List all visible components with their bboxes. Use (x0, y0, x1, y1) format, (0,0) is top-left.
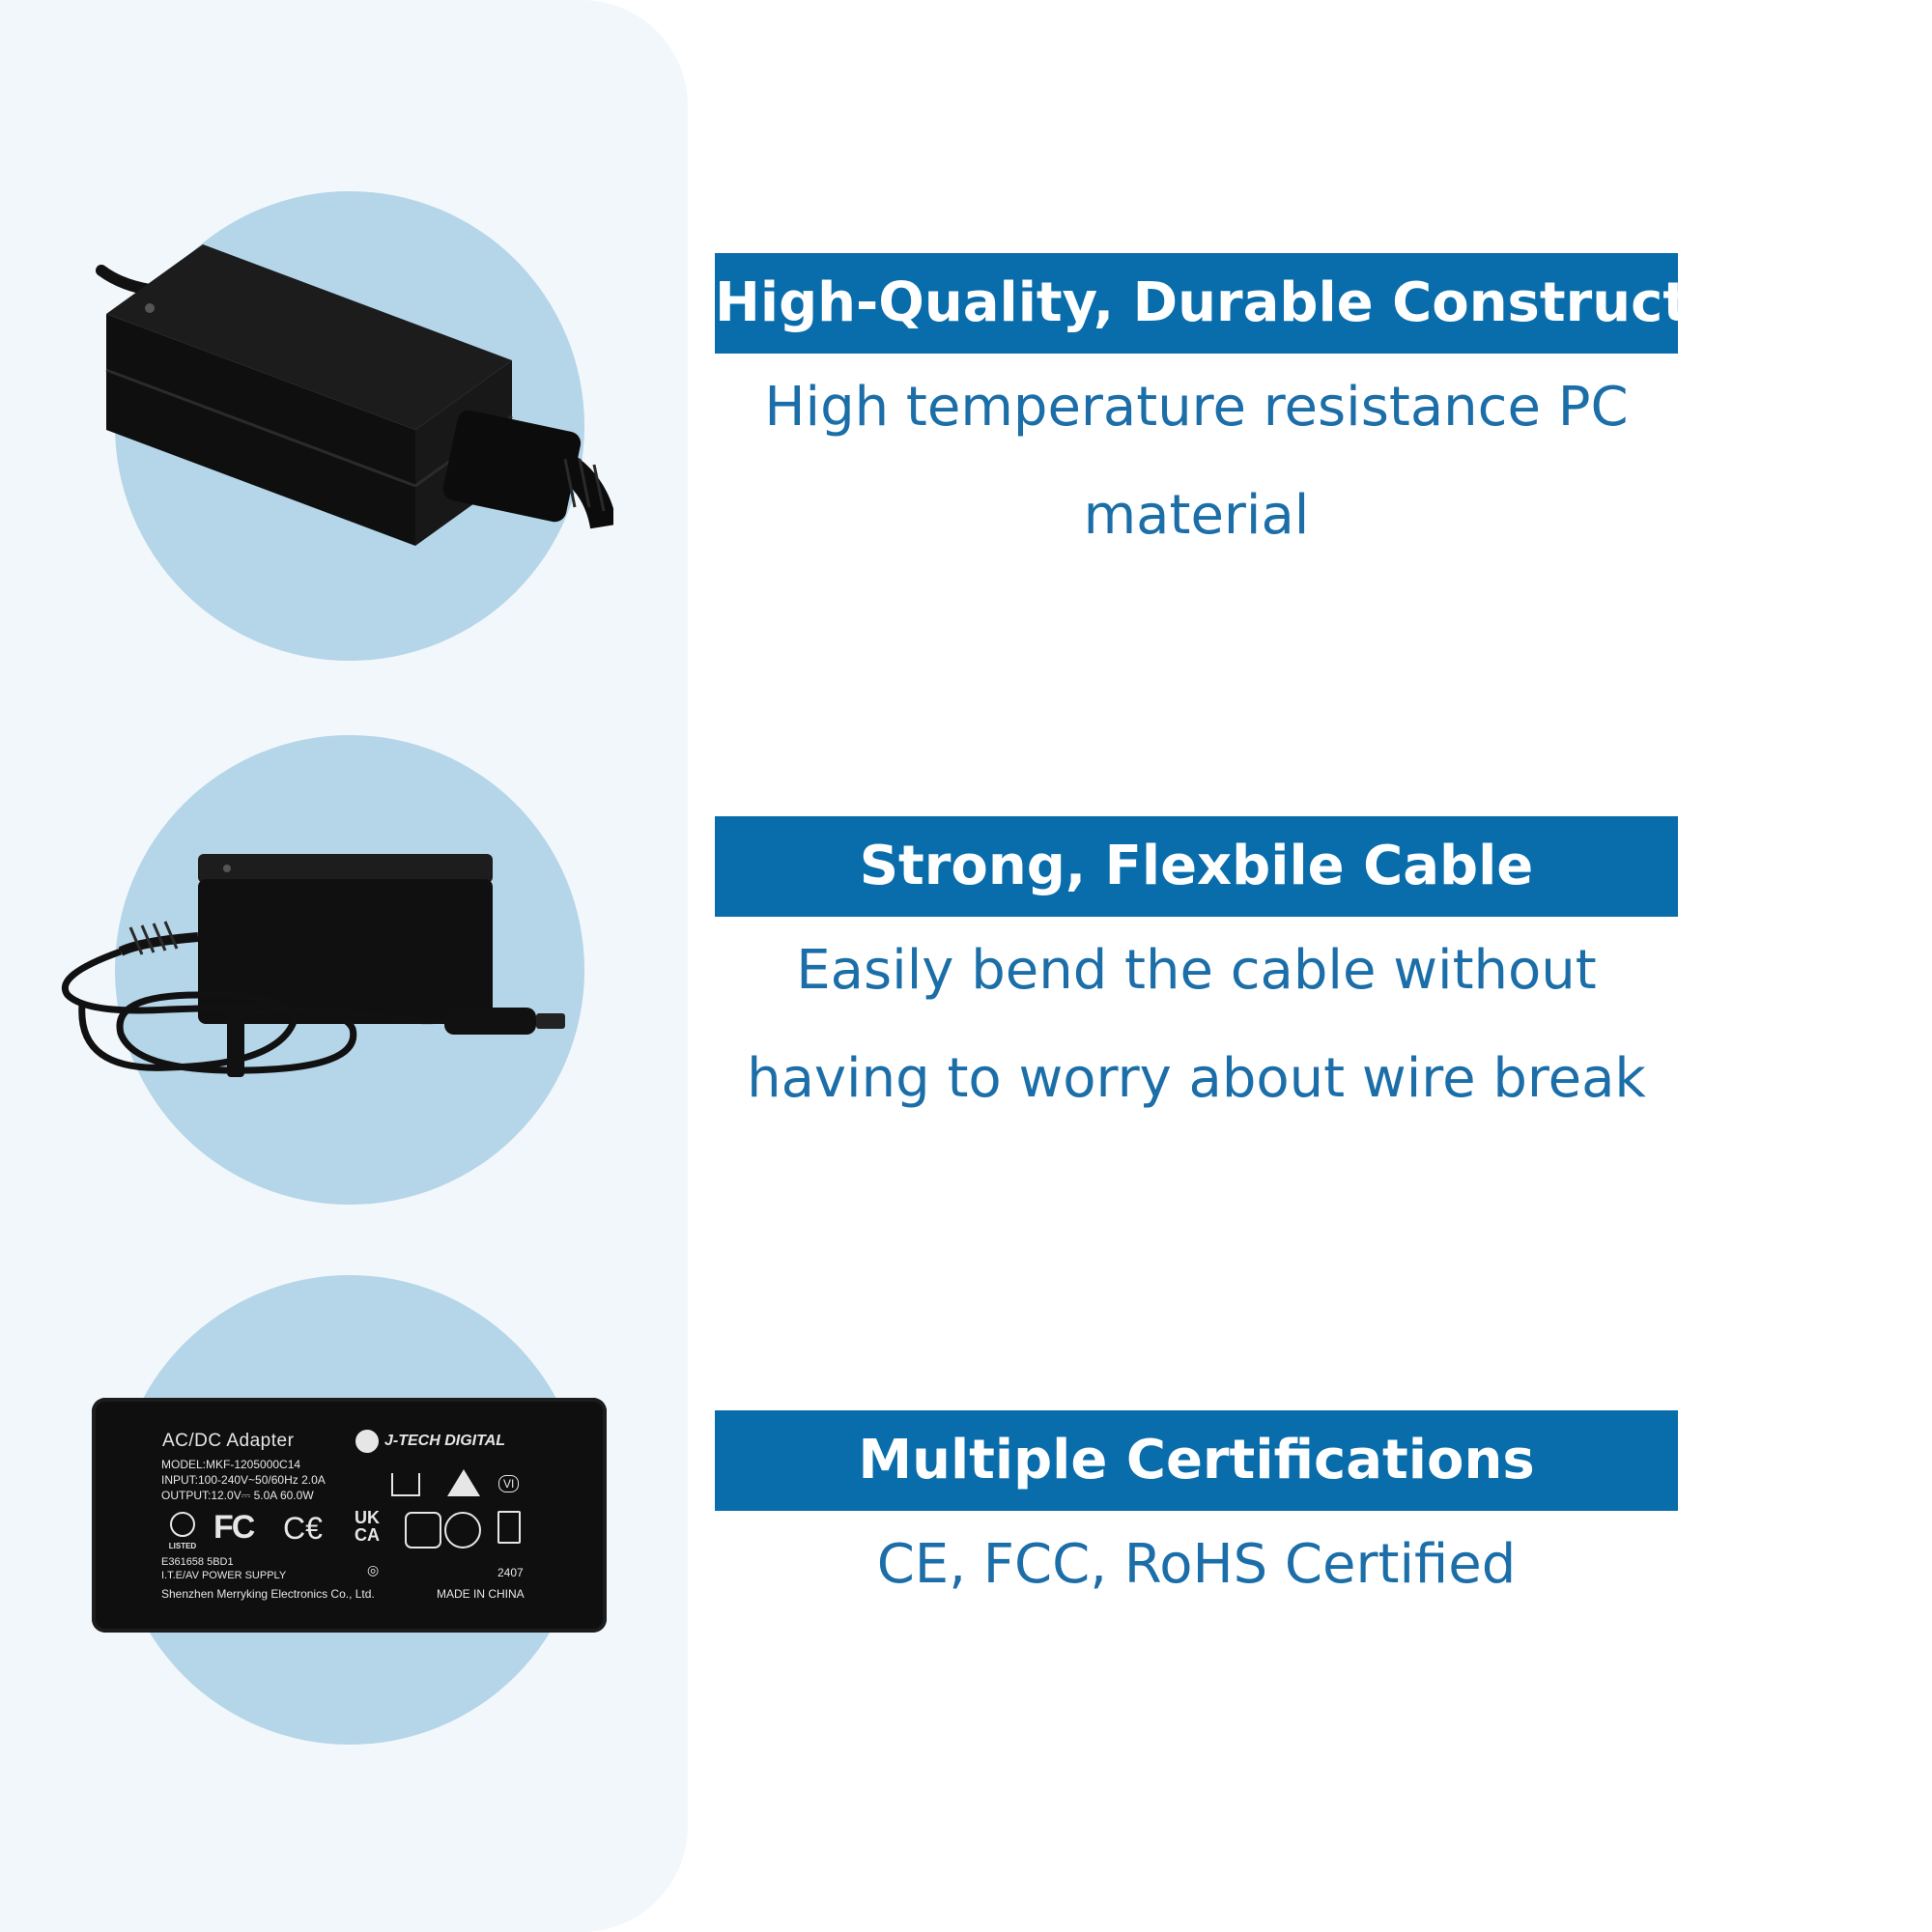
ukca-line1: UK (355, 1508, 380, 1527)
tuv-icon (405, 1512, 441, 1548)
label-heading: AC/DC Adapter (162, 1431, 295, 1451)
feature-durable-construct: High-Quality, Durable Construct High tem… (715, 253, 1689, 570)
feature-title: Multiple Certifications (715, 1410, 1678, 1511)
label-date-code: 2407 (497, 1566, 524, 1579)
ukca-mark: UK CA (355, 1509, 380, 1544)
feature-description-line: High temperature resistance PC (764, 376, 1629, 439)
feature-flexible-cable: Strong, Flexbile Cable Easily bend the c… (715, 816, 1678, 1133)
ul-listed-mark: LISTED (161, 1512, 204, 1550)
feature-title: High-Quality, Durable Construct (715, 253, 1689, 354)
ul-icon (170, 1512, 195, 1537)
ukca-line2: CA (355, 1525, 380, 1545)
label-manufacturer: Shenzhen Merryking Electronics Co., Ltd. (161, 1587, 375, 1601)
brand-name: J-TECH DIGITAL (384, 1433, 506, 1449)
label-origin: MADE IN CHINA (437, 1587, 525, 1601)
brand-logo-icon (355, 1430, 379, 1453)
label-model: MODEL:MKF-1205000C14 (161, 1458, 301, 1471)
polarity-icon: ◎ (367, 1562, 380, 1577)
feature-title: Strong, Flexbile Cable (715, 816, 1678, 917)
label-supply-type: I.T.E/AV POWER SUPPLY (161, 1570, 287, 1581)
ce-mark: C€ (283, 1511, 323, 1546)
feature-certifications: Multiple Certifications CE, FCC, RoHS Ce… (715, 1410, 1678, 1619)
weee-bin-icon (497, 1511, 521, 1544)
adapter-with-coiled-cable-image (61, 854, 565, 1077)
adapter-label-image: AC/DC Adapter J-TECH DIGITAL MODEL:MKF-1… (92, 1398, 607, 1633)
feature-description: CE, FCC, RoHS Certified (715, 1511, 1678, 1619)
feature-description-line: having to worry about wire break (747, 1047, 1646, 1110)
feature-description: High temperature resistance PC material (715, 354, 1678, 570)
vi-mark: VI (498, 1475, 520, 1492)
feature-description: Easily bend the cable without having to … (715, 917, 1678, 1133)
gs-icon (444, 1512, 481, 1548)
ul-listed-text: LISTED (168, 1542, 197, 1550)
feature-description-line: material (1083, 484, 1310, 547)
rcm-triangle-icon (447, 1469, 480, 1496)
label-input: INPUT:100-240V~50/60Hz 2.0A (161, 1473, 326, 1487)
label-output: OUTPUT:12.0V⎓ 5.0A 60.0W (161, 1489, 314, 1502)
feature-description-line: Easily bend the cable without (796, 939, 1597, 1002)
label-file-number: E361658 5BD1 (161, 1556, 234, 1568)
brand-logo: J-TECH DIGITAL (355, 1430, 505, 1453)
adapter-with-power-cord-image (96, 244, 613, 546)
fcc-mark: FC (213, 1509, 255, 1546)
feature-description-line: CE, FCC, RoHS Certified (876, 1533, 1517, 1596)
house-icon (391, 1473, 420, 1496)
